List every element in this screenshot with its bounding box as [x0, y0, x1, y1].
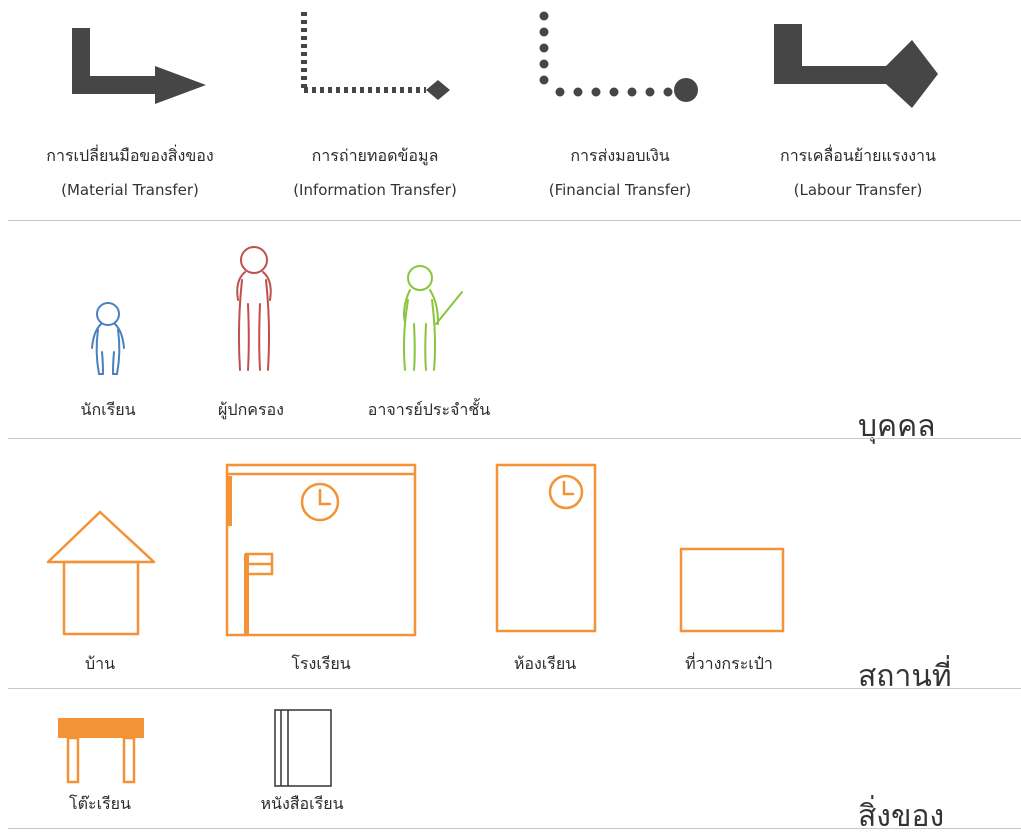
- desk-label: โต๊ะเรียน: [69, 794, 131, 813]
- student-label: นักเรียน: [80, 400, 136, 419]
- material-transfer-english: (Material Transfer): [61, 181, 199, 199]
- financial-transfer-label: การส่งมอบเงิน: [570, 146, 670, 165]
- classroom-icon: [495, 463, 597, 633]
- labour-transfer-icon: [774, 24, 938, 108]
- financial-transfer-icon: [539, 11, 698, 102]
- people-category: บุคคล: [858, 409, 936, 444]
- divider-people: [8, 438, 1021, 439]
- teacher-label: อาจารย์ประจำชั้น: [367, 400, 491, 419]
- school-icon: [225, 463, 417, 637]
- student-icon: [91, 302, 125, 375]
- bag-area-icon: [679, 547, 785, 633]
- house-icon: [46, 510, 156, 636]
- parent-icon: [236, 246, 272, 371]
- divider-things: [8, 828, 1021, 829]
- material-transfer-icon: [72, 28, 206, 104]
- textbook-icon: [274, 709, 332, 787]
- information-transfer-english: (Information Transfer): [293, 181, 457, 199]
- desk-icon: [58, 718, 144, 784]
- things-category: สิ่งของ: [858, 799, 945, 834]
- bag-area-label: ที่วางกระเป๋า: [685, 654, 773, 673]
- divider-places: [8, 688, 1021, 689]
- labour-transfer-label: การเคลื่อนย้ายแรงงาน: [780, 146, 936, 165]
- classroom-label: ห้องเรียน: [513, 654, 577, 673]
- divider-legend: [8, 220, 1021, 221]
- school-label: โรงเรียน: [291, 654, 351, 673]
- places-category: สถานที่: [858, 659, 952, 694]
- material-transfer-label: การเปลี่ยนมือของสิ่งของ: [46, 146, 214, 165]
- teacher-icon: [403, 265, 463, 371]
- information-transfer-icon: [301, 12, 450, 100]
- financial-transfer-english: (Financial Transfer): [548, 181, 692, 199]
- information-transfer-label: การถ่ายทอดข้อมูล: [311, 146, 439, 165]
- textbook-label: หนังสือเรียน: [260, 794, 344, 813]
- parent-label: ผู้ปกครอง: [218, 400, 284, 419]
- labour-transfer-english: (Labour Transfer): [793, 181, 923, 199]
- house-label: บ้าน: [84, 654, 116, 673]
